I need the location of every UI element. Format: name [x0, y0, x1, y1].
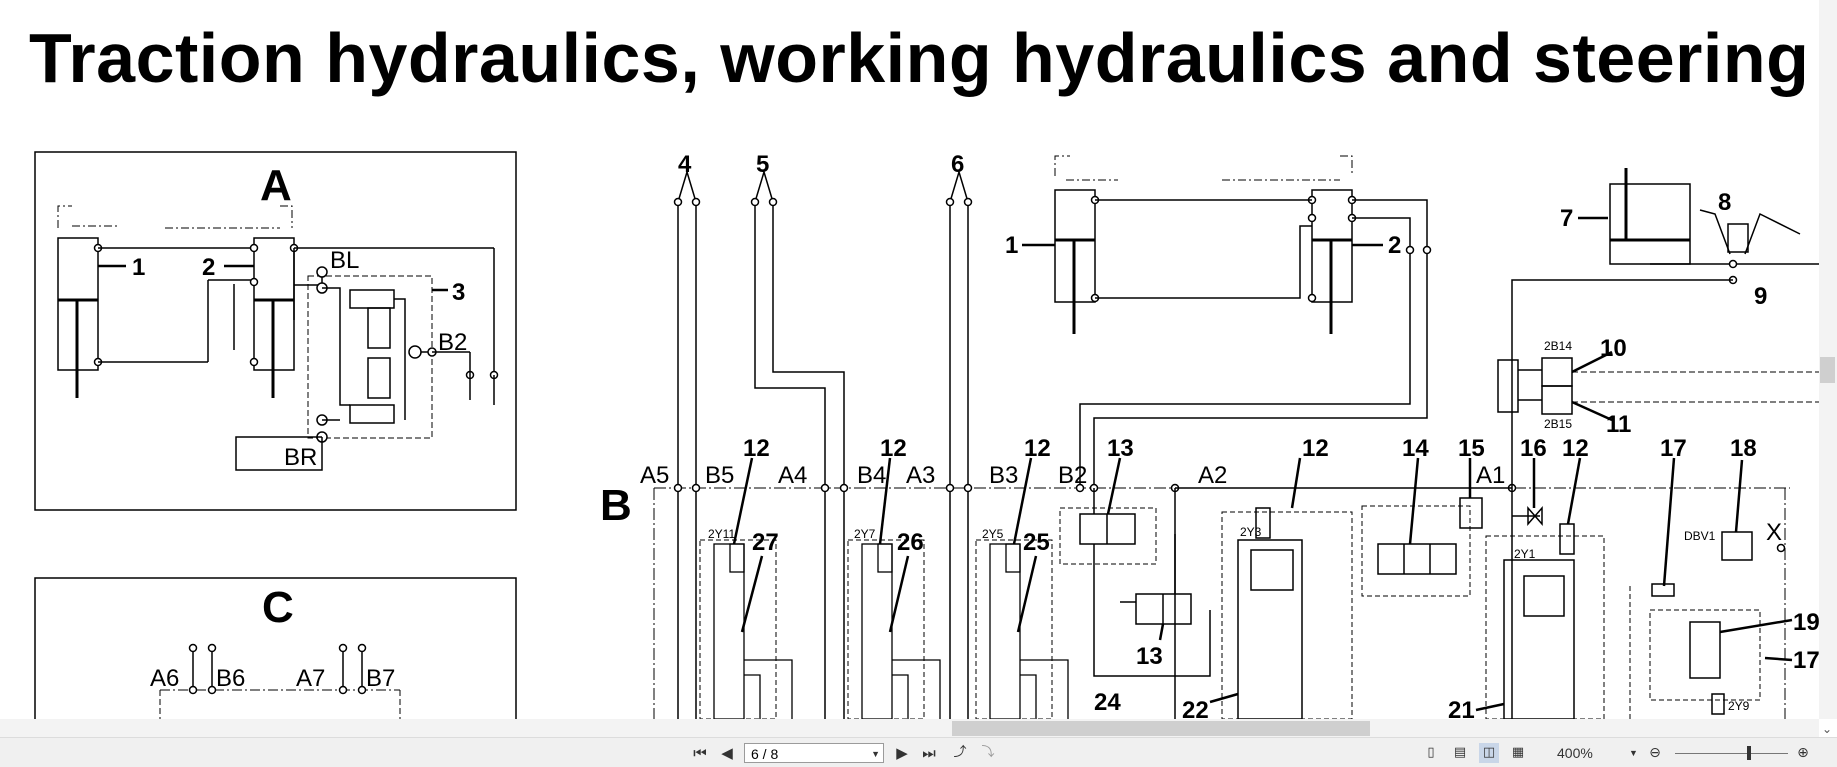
panel-b-callout-27: 27	[752, 529, 779, 556]
panel-b-callout-25: 25	[1023, 529, 1050, 556]
chevron-down-icon[interactable]: ⌄	[1821, 722, 1833, 736]
last-page-icon[interactable]: ⏭	[922, 744, 936, 762]
solenoid-tag-2y3: 2Y3	[1240, 525, 1262, 539]
panel-b-callout-24: 24	[1094, 689, 1121, 716]
panel-a-callout-1: 1	[132, 254, 145, 281]
panel-b-callout-22: 22	[1182, 697, 1209, 719]
panel-b-callout-6: 6	[951, 151, 964, 178]
panel-b-port-a1: A1	[1476, 462, 1505, 489]
panel-b-port-b5: B5	[705, 462, 734, 489]
solenoid-tag-dbv1: DBV1	[1684, 529, 1716, 543]
panel-b-callout-16: 16	[1520, 435, 1547, 462]
panel-a-port-bl: BL	[330, 247, 359, 274]
panel-b-callout-10: 10	[1600, 335, 1627, 362]
prev-page-icon[interactable]: ◀	[721, 744, 733, 762]
panel-b-callout-12e: 12	[1562, 435, 1589, 462]
horizontal-scrollbar[interactable]	[0, 719, 1819, 737]
first-page-icon[interactable]: ⏮	[693, 744, 707, 762]
panel-c: C A6 B6 A7 B7	[34, 577, 517, 719]
go-forward-icon[interactable]: ⤵	[981, 745, 995, 760]
document-viewport[interactable]: Traction hydraulics, working hydraulics …	[0, 0, 1819, 719]
sensor-tag-2b14: 2B14	[1544, 339, 1572, 353]
panel-a-port-br: BR	[284, 444, 317, 471]
panel-b-callout-12a: 12	[743, 435, 770, 462]
panel-b-callout-4: 4	[678, 151, 692, 178]
panel-b-callout-cyl1: 1	[1005, 232, 1018, 259]
solenoid-tag-2y7: 2Y7	[854, 527, 876, 541]
panel-c-port-b6: B6	[216, 665, 245, 692]
panel-b-port-b3: B3	[989, 462, 1018, 489]
panel-b-callout-26: 26	[897, 529, 924, 556]
page-number-input[interactable]: 6 / 8 ▼	[744, 743, 884, 763]
panel-b-port-a4: A4	[778, 462, 807, 489]
panel-b-callout-5: 5	[756, 151, 769, 178]
page-indicator: 6 / 8	[751, 746, 779, 762]
panel-b-callout-21: 21	[1448, 697, 1475, 719]
panel-b-callout-19: 19	[1793, 609, 1819, 636]
panel-b-callout-11: 11	[1606, 411, 1631, 438]
panel-b-callout-9: 9	[1754, 283, 1767, 310]
two-page-continuous-icon[interactable]: ▦	[1511, 745, 1525, 760]
panel-a-callout-2: 2	[202, 254, 215, 281]
panel-a-letter: A	[260, 161, 292, 210]
panel-b-callout-14: 14	[1402, 435, 1429, 462]
page-title: Traction hydraulics, working hydraulics …	[29, 19, 1819, 97]
zoom-in-icon[interactable]: ⊕	[1797, 745, 1809, 761]
solenoid-tag-2y9: 2Y9	[1728, 699, 1750, 713]
vertical-scroll-thumb[interactable]	[1820, 357, 1835, 383]
panel-b-callout-18: 18	[1730, 435, 1757, 462]
chevron-down-icon[interactable]: ▼	[871, 749, 880, 759]
panel-c-port-b7: B7	[366, 665, 395, 692]
panel-b-port-a2: A2	[1198, 462, 1227, 489]
panel-b-callout-7: 7	[1560, 205, 1573, 232]
solenoid-tag-2y11: 2Y11	[708, 527, 735, 541]
hydraulic-schematic: A	[34, 151, 1819, 719]
panel-b-port-a5: A5	[640, 462, 669, 489]
panel-b-callout-12d: 12	[1302, 435, 1329, 462]
solenoid-tag-2y5: 2Y5	[982, 527, 1004, 541]
panel-a-callout-3: 3	[452, 279, 465, 306]
single-page-view-icon[interactable]: ▯	[1427, 745, 1435, 760]
panel-b-callout-8: 8	[1718, 189, 1731, 216]
panel-b-callout-13a: 13	[1107, 435, 1134, 462]
panel-b-letter: B	[600, 481, 632, 530]
panel-b-callout-15: 15	[1458, 435, 1485, 462]
panel-c-port-a6: A6	[150, 665, 179, 692]
panel-b-callout-17b: 17	[1793, 647, 1819, 674]
panel-b-port-b4: B4	[857, 462, 886, 489]
go-back-icon[interactable]: ⤴	[953, 745, 967, 760]
zoom-level[interactable]: 400%	[1557, 745, 1593, 761]
panel-a: A	[34, 151, 517, 511]
zoom-slider-thumb[interactable]	[1747, 746, 1751, 760]
solenoid-tag-2y1: 2Y1	[1514, 547, 1536, 561]
zoom-out-icon[interactable]: ⊖	[1649, 745, 1661, 761]
panel-b-port-b2: B2	[1058, 462, 1087, 489]
horizontal-scroll-thumb[interactable]	[952, 721, 1370, 736]
panel-b-callout-cyl2: 2	[1388, 232, 1401, 259]
continuous-view-icon[interactable]: ▤	[1453, 745, 1467, 760]
sensor-tag-2b15: 2B15	[1544, 417, 1572, 431]
chevron-down-icon[interactable]: ▼	[1629, 748, 1638, 758]
panel-a-port-b2: B2	[438, 329, 467, 356]
next-page-icon[interactable]: ▶	[896, 744, 908, 762]
panel-b: B 4 5	[600, 151, 1819, 719]
panel-b-callout-17a: 17	[1660, 435, 1687, 462]
viewer-toolbar	[0, 737, 1837, 767]
panel-b-callout-12c: 12	[1024, 435, 1051, 462]
panel-b-callout-13b: 13	[1136, 643, 1163, 670]
two-page-view-icon[interactable]: ◫	[1479, 743, 1499, 763]
zoom-slider[interactable]	[1675, 753, 1788, 754]
panel-b-port-x: X	[1766, 519, 1782, 546]
panel-c-letter: C	[262, 583, 294, 632]
panel-c-port-a7: A7	[296, 665, 325, 692]
panel-b-port-a3: A3	[906, 462, 935, 489]
panel-b-callout-12b: 12	[880, 435, 907, 462]
